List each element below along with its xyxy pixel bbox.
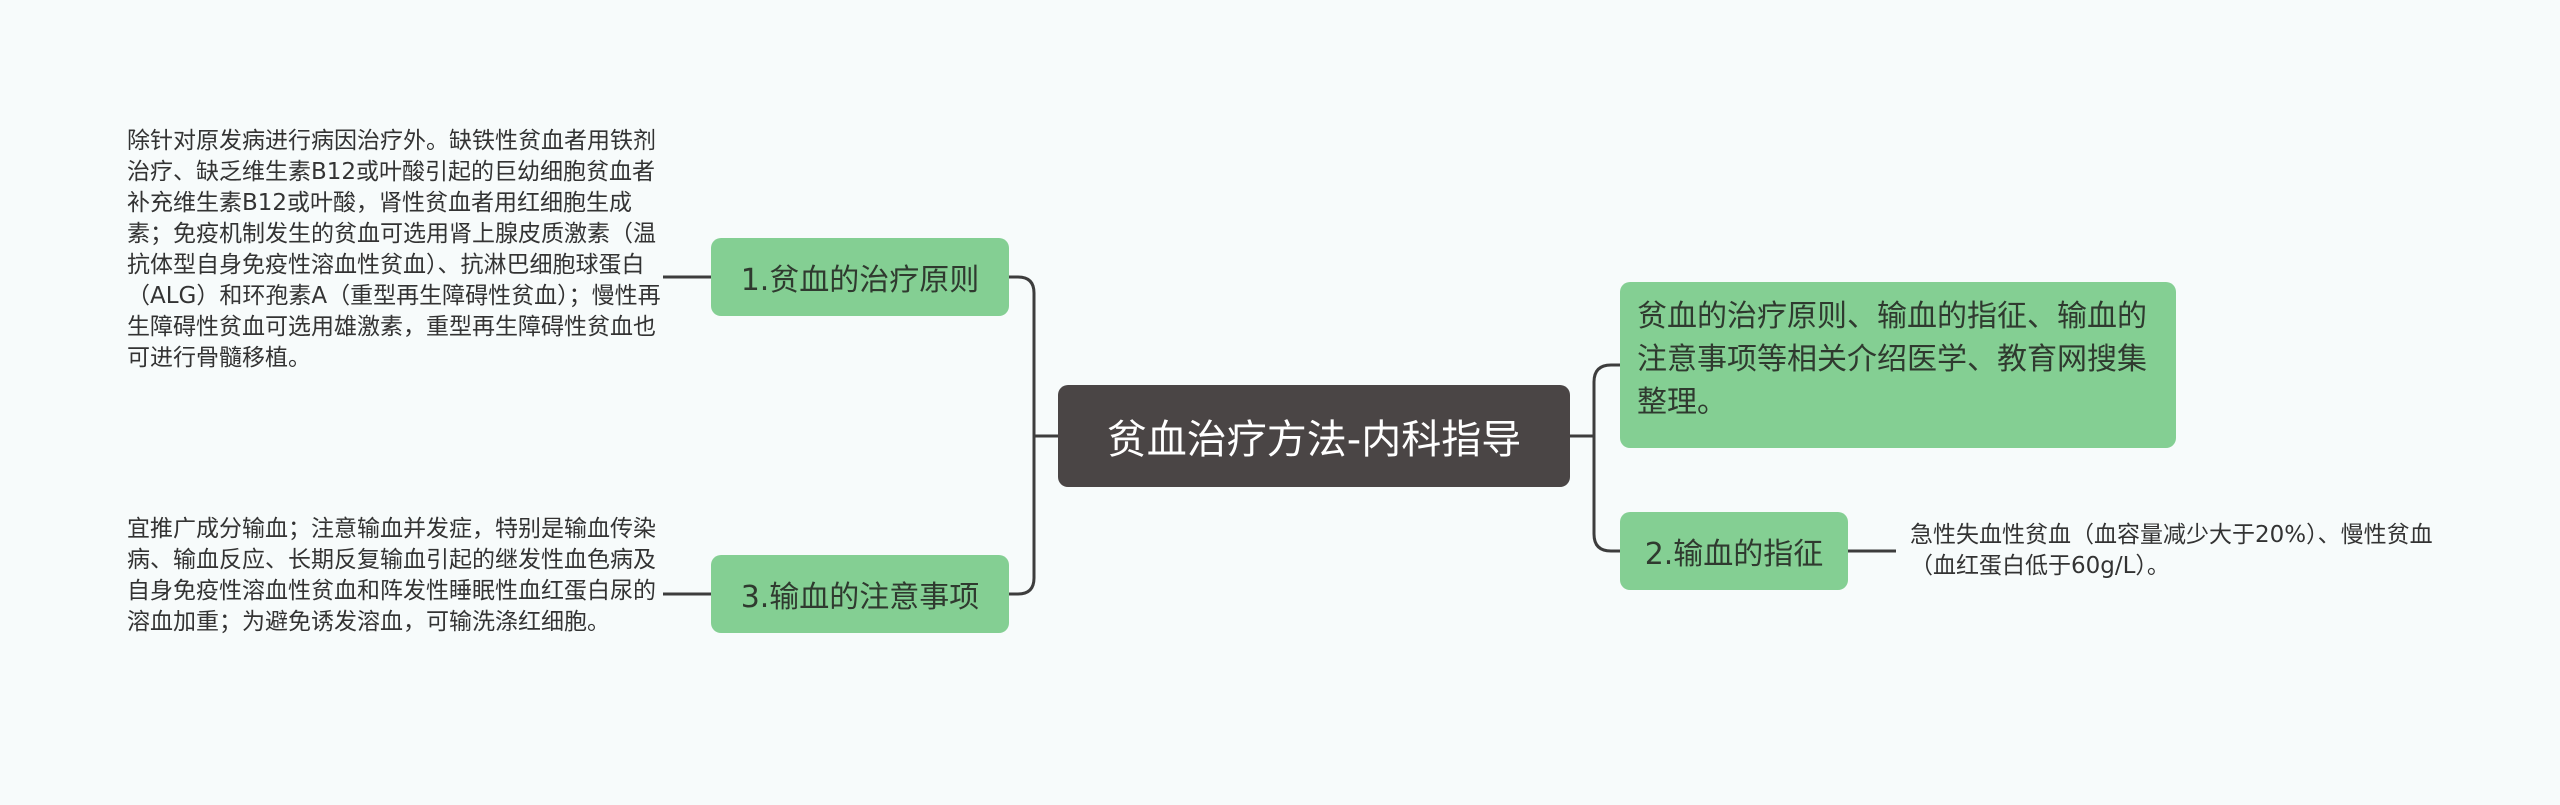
connector-left-branch-3 — [1009, 452, 1036, 596]
branch-label: 1.贫血的治疗原则 — [740, 263, 980, 298]
branch-label: 3.输血的注意事项 — [740, 580, 980, 615]
leaf-text: 急性失血性贫血（血容量减少大于20%）、慢性贫血（血红蛋白低于60g/L）。 — [1910, 522, 2433, 579]
connector-right-branch-2 — [1592, 436, 1620, 553]
branch-transfusion-precautions[interactable]: 3.输血的注意事项 — [711, 555, 1009, 633]
connector-right-info — [1592, 363, 1620, 490]
root-title: 贫血治疗方法-内科指导 — [1106, 417, 1522, 463]
branch-transfusion-indications[interactable]: 2.输血的指征 — [1620, 512, 1848, 590]
leaf-treatment-principles-detail: 除针对原发病进行病因治疗外。缺铁性贫血者用铁剂治疗、缺乏维生素B12或叶酸引起的… — [127, 126, 667, 374]
leaf-text: 除针对原发病进行病因治疗外。缺铁性贫血者用铁剂治疗、缺乏维生素B12或叶酸引起的… — [127, 128, 661, 371]
info-node[interactable]: 贫血的治疗原则、输血的指征、输血的注意事项等相关介绍医学、教育网搜集整理。 — [1620, 282, 2176, 448]
connector-left-branch-1 — [1009, 275, 1036, 420]
branch-label: 2.输血的指征 — [1644, 537, 1824, 572]
leaf-text: 宜推广成分输血；注意输血并发症，特别是输血传染病、输血反应、长期反复输血引起的继… — [127, 516, 656, 635]
leaf-transfusion-precautions-detail: 宜推广成分输血；注意输血并发症，特别是输血传染病、输血反应、长期反复输血引起的继… — [127, 514, 667, 638]
leaf-transfusion-indications-detail: 急性失血性贫血（血容量减少大于20%）、慢性贫血（血红蛋白低于60g/L）。 — [1910, 520, 2470, 582]
info-text: 贫血的治疗原则、输血的指征、输血的注意事项等相关介绍医学、教育网搜集整理。 — [1637, 299, 2147, 420]
branch-treatment-principles[interactable]: 1.贫血的治疗原则 — [711, 238, 1009, 316]
root-node[interactable]: 贫血治疗方法-内科指导 — [1058, 385, 1570, 487]
